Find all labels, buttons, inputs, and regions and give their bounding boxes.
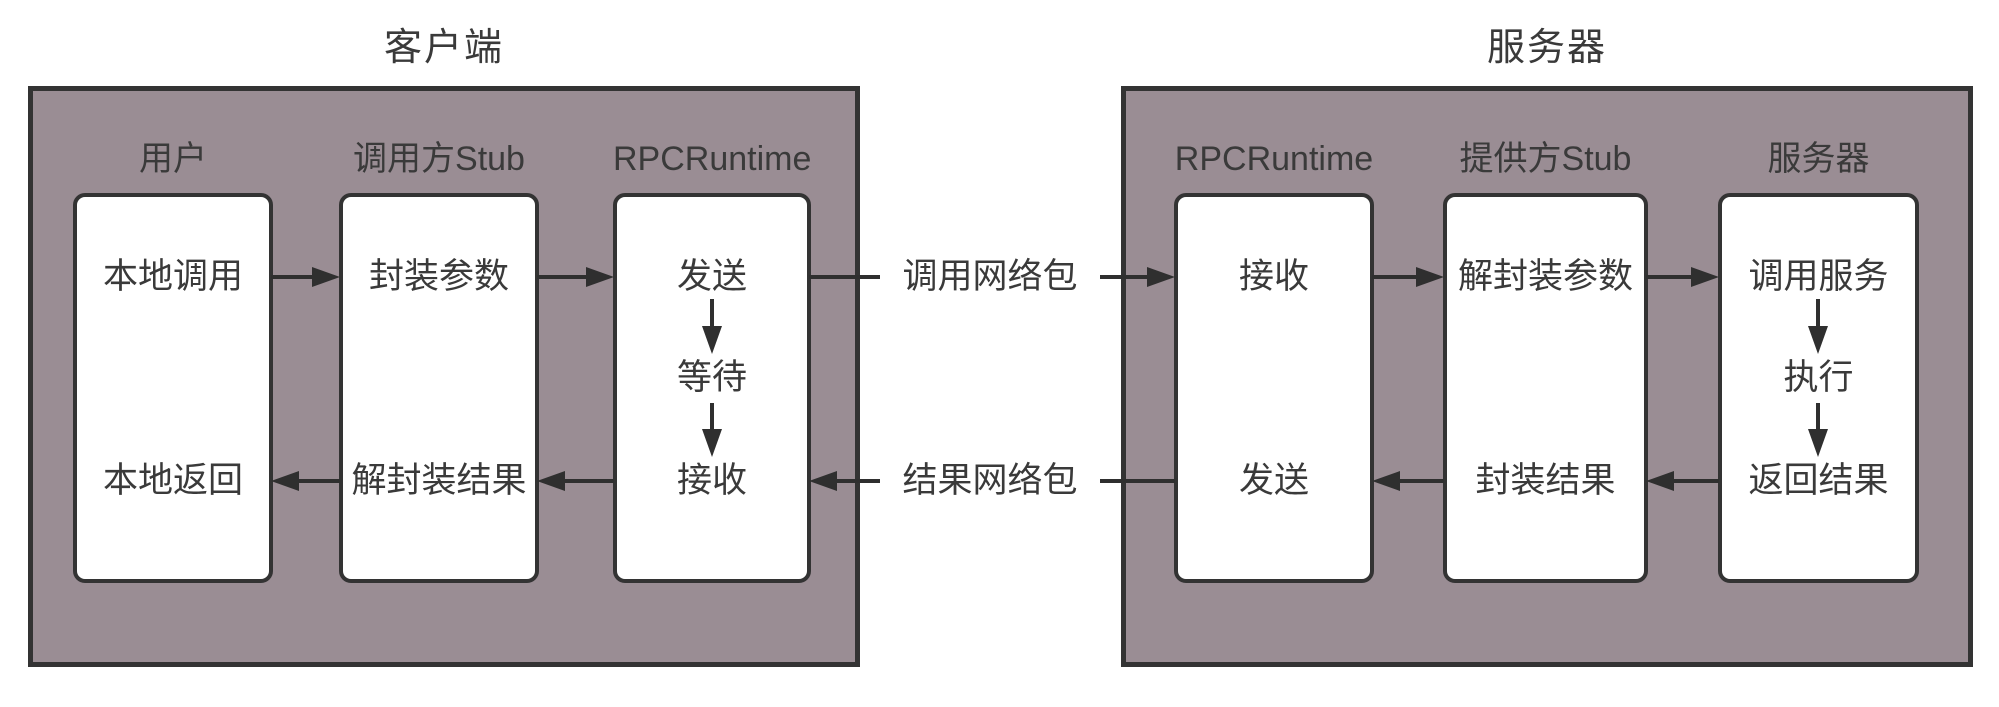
step-pack-result: 封装结果 [1475,461,1616,500]
server-box: 调用服务 执行 返回结果 [1718,193,1919,583]
column-header-server: 服务器 [1767,140,1870,178]
column-header-user: 用户 [139,140,207,178]
column-header-server-rpcruntime: RPCRuntime [1174,140,1374,178]
server-panel-title: 服务器 [1486,27,1607,69]
step-local-return: 本地返回 [102,461,243,500]
client-panel-title: 客户端 [383,27,504,69]
caller-stub-box: 封装参数 解封装结果 [339,193,539,583]
column-header-provider-stub: 提供方Stub [1459,140,1632,178]
step-return-result: 返回结果 [1748,461,1889,500]
step-send: 发送 [676,257,747,296]
client-rpcruntime-box: 发送 等待 接收 [613,193,811,583]
request-packet-label: 调用网络包 [880,256,1100,298]
step-receive: 接收 [1238,257,1309,296]
user-box: 本地调用 本地返回 [73,193,273,583]
step-pack-params: 封装参数 [368,257,509,296]
response-packet-label: 结果网络包 [880,460,1100,502]
step-unpack-params: 解封装参数 [1457,257,1633,296]
step-call-service: 调用服务 [1748,257,1889,296]
step-execute: 执行 [1783,358,1854,397]
step-receive: 接收 [676,461,747,500]
provider-stub-box: 解封装参数 封装结果 [1443,193,1648,583]
column-header-caller-stub: 调用方Stub [353,140,525,178]
step-unpack-result: 解封装结果 [351,461,527,500]
step-local-call: 本地调用 [102,257,243,296]
step-send: 发送 [1238,461,1309,500]
step-wait: 等待 [676,358,747,397]
column-header-client-rpcruntime: RPCRuntime [613,140,812,178]
server-rpcruntime-box: 接收 发送 [1174,193,1374,583]
